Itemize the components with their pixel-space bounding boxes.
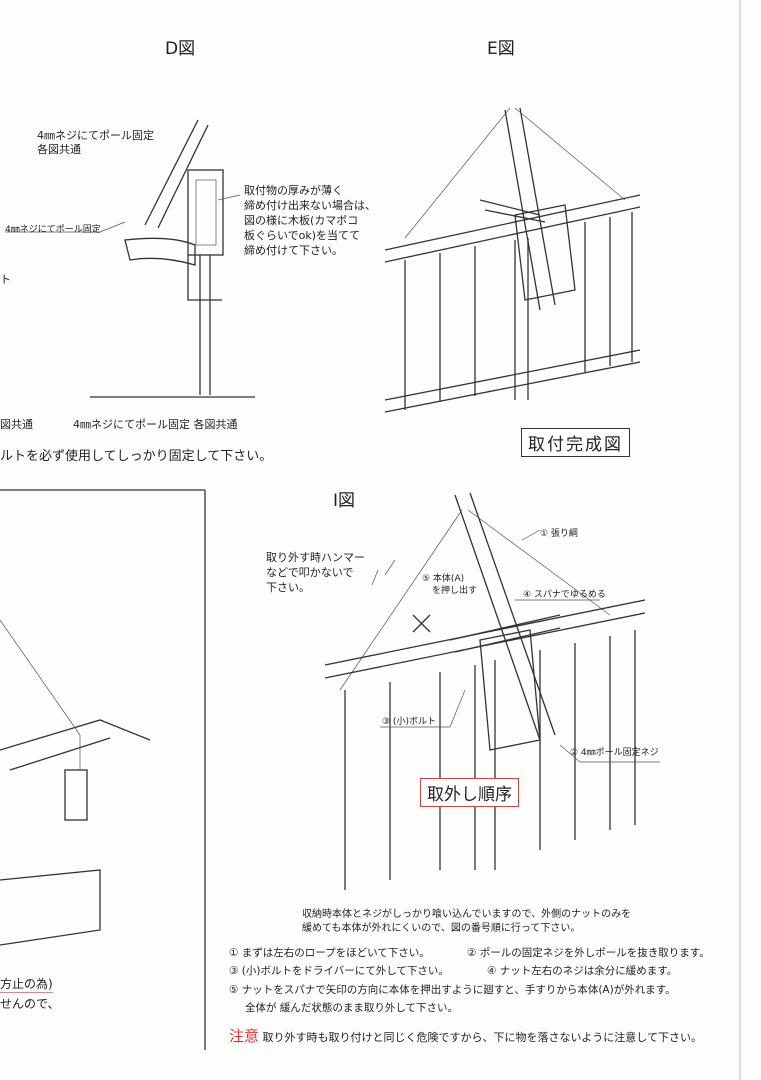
figure-d-drawing — [5, 119, 255, 398]
left-partial-drawing — [0, 489, 206, 1050]
bolt-note: ルトを必ず使用してしっかり固定して下さい。 — [0, 449, 273, 464]
step-1: ① まずは左右のロープをほどいて下さい。 — [229, 947, 430, 959]
instructions-intro: 収納時本体とネジがしっかり喰い込んでいますので、外側のナットのみを緩めても本体が… — [302, 909, 632, 934]
figure-e-drawing — [384, 107, 641, 413]
caution-text: 取り外す時も取り付けと同じく危険ですから、下に物を落さないように注意して下さい。 — [262, 1031, 702, 1044]
caution-label: 注意 — [229, 1027, 260, 1045]
figure-d-bottom-label: 4㎜ネジにてポール固定 各図共通 — [73, 418, 238, 431]
callout-pole-screw: ② 4㎜ポール固定ネジ — [570, 748, 659, 758]
left-fragment: ト — [0, 273, 11, 286]
left-fragment-1: 方止の為) — [0, 977, 53, 993]
figure-d-title: D図 — [165, 39, 196, 59]
step-3: ③ (小)ボルトをドライバーにて外して下さい。 — [229, 965, 449, 977]
step-4: ④ ナット左右のネジは余分に緩めます。 — [487, 965, 678, 977]
figure-i-caption: 取外し順序 — [420, 778, 519, 807]
figure-e-title: E図 — [487, 39, 515, 59]
left-fragment-2: せんので、 — [0, 997, 60, 1011]
hammer-note: 取り外す時ハンマーなどで叩かないで下さい。 — [266, 551, 365, 594]
figure-d-label-top-2: 各図共通 — [37, 143, 81, 156]
step-5: ⑤ ナットをスパナで矢印の方向に本体を押出すように廻すと、手すりから本体(A)が… — [229, 984, 676, 996]
figure-d-label-top: 4㎜ネジにてポール固定 — [37, 129, 154, 142]
figure-d-label-side: 4㎜ネジにてポール固定 — [5, 225, 101, 235]
step-2: ② ポールの固定ネジを外しポールを抜き取ります。 — [467, 947, 710, 959]
caution: 注意 取り外す時も取り付けと同じく危険ですから、下に物を落さないように注意して下… — [229, 1029, 702, 1045]
figure-e-caption: 取付完成図 — [521, 428, 630, 457]
bottom-left-fragment: 図共通 — [0, 418, 33, 431]
figure-d-note: 取付物の厚みが薄く締め付け出来ない場合は、図の様に木板(カマボコ板ぐらいでok)… — [244, 184, 376, 257]
figure-i-drawing — [324, 492, 660, 890]
step-5-cont: 全体が 緩んだ状態のまま取り外して下さい。 — [245, 1002, 459, 1014]
figure-i-title: I図 — [333, 491, 356, 511]
callout-rope: ① 張り綱 — [540, 529, 578, 539]
callout-push: ⑤ 本体(A)を押し出す — [422, 574, 478, 596]
callout-bolt-small: ③ (小)ボルト — [382, 717, 436, 727]
callout-spanner: ④ スパナでゆるめる — [523, 590, 606, 600]
